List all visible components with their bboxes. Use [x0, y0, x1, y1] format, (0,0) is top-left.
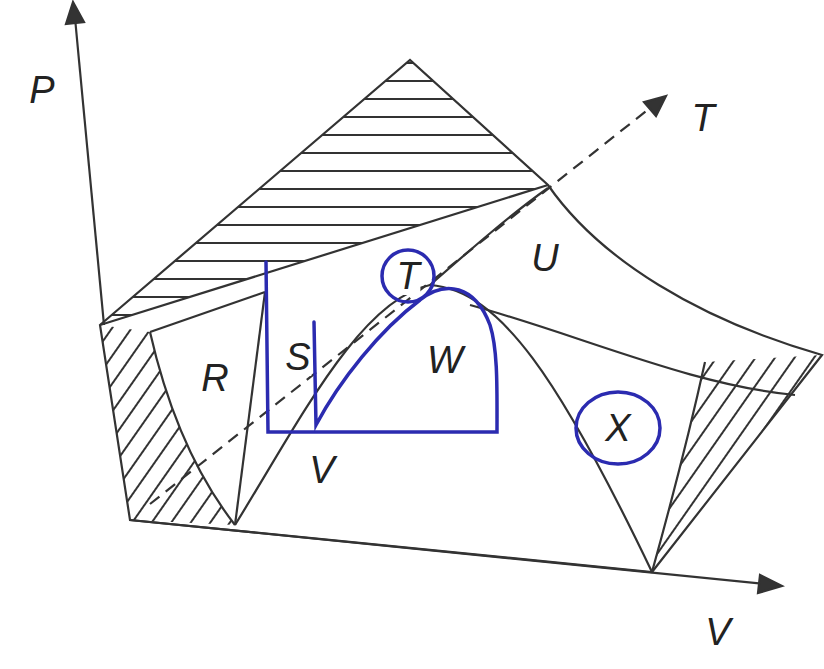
axis-arrowhead — [758, 575, 782, 593]
region-letter: R — [200, 359, 229, 397]
melting-curve — [150, 332, 235, 525]
region-letter: X — [604, 409, 631, 447]
region-letter: V — [308, 451, 335, 489]
annotation-bracket — [266, 262, 497, 432]
surface-lines — [100, 60, 822, 572]
solid-region-hatch — [100, 60, 548, 325]
axis-arrowhead — [644, 96, 666, 116]
region-letter: T — [395, 257, 420, 295]
pressure-axis — [75, 18, 104, 325]
region-letter: W — [426, 341, 464, 379]
liquid-boundary — [235, 292, 265, 525]
gas-boundary — [652, 362, 705, 572]
region-letter: S — [284, 338, 311, 376]
surface-outline — [100, 60, 822, 572]
vapour-dome — [235, 285, 652, 572]
surface-edge — [150, 292, 265, 332]
annotation-circle — [576, 392, 660, 464]
isotherm — [470, 305, 795, 395]
region-letter: T — [690, 99, 715, 137]
region-letter: P — [28, 71, 55, 109]
hand-annotations — [266, 250, 660, 464]
axis-arrowhead — [66, 2, 84, 24]
solid-liquid-hatch — [100, 325, 235, 525]
region-letter: U — [530, 239, 559, 277]
region-letter: V — [704, 613, 731, 651]
